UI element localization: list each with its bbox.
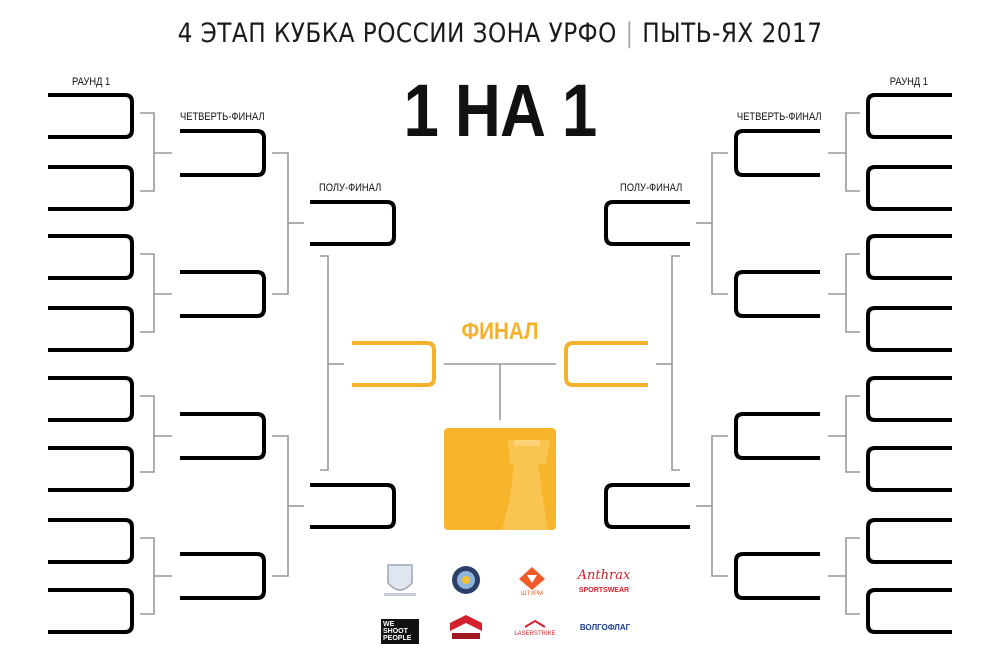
- right-round1-slot[interactable]: [866, 376, 952, 422]
- left-final-slot[interactable]: [352, 341, 436, 387]
- right-qf-connector: [711, 435, 728, 577]
- left-semi-label: ПОЛУ-ФИНАЛ: [319, 182, 382, 194]
- final-label: ФИНАЛ: [461, 318, 539, 345]
- title-separator: |: [625, 18, 634, 49]
- right-round1-slot[interactable]: [866, 518, 952, 564]
- left-quarter-slot[interactable]: [180, 412, 266, 460]
- left-round1-slot[interactable]: [48, 588, 134, 634]
- right-qf-connector: [711, 152, 728, 295]
- right-round1-slot[interactable]: [866, 588, 952, 634]
- left-semi-slot[interactable]: [310, 200, 396, 246]
- right-semi-slot[interactable]: [604, 200, 690, 246]
- right-sf-connector: [671, 255, 680, 471]
- left-quarter-slot[interactable]: [180, 129, 266, 177]
- right-round1-slot[interactable]: [866, 165, 952, 211]
- right-round1-slot[interactable]: [866, 234, 952, 280]
- left-qf-connector: [272, 152, 289, 295]
- we-shoot-people-logo: WE SHOOT PEOPLE: [381, 615, 421, 647]
- left-round1-slot[interactable]: [48, 376, 134, 422]
- right-quarter-slot[interactable]: [734, 270, 820, 318]
- right-quarter-slot[interactable]: [734, 129, 820, 177]
- red-chevron-logo: [446, 613, 486, 643]
- left-round1-slot[interactable]: [48, 93, 134, 139]
- right-quarter-slot[interactable]: [734, 412, 820, 460]
- shturm-text: ШТУРМ: [521, 591, 543, 597]
- sportswear-text: SPORTSWEAR: [578, 586, 630, 594]
- left-r1-connector: [140, 253, 155, 333]
- trophy-icon: [502, 440, 550, 530]
- laserstrike-logo: LASERSTRIKE: [513, 615, 557, 641]
- right-round1-slot[interactable]: [866, 306, 952, 352]
- laserstrike-text: LASERSTRIKE: [514, 631, 556, 637]
- left-round1-slot[interactable]: [48, 234, 134, 280]
- event-name: 4 ЭТАП КУБКА РОССИИ ЗОНА УРФО: [177, 18, 617, 49]
- right-round1-slot[interactable]: [866, 446, 952, 492]
- right-round1-slot[interactable]: [866, 93, 952, 139]
- mode-title: 1 НА 1: [403, 69, 598, 152]
- anthrax-logo: Anthrax SPORTSWEAR: [578, 563, 631, 599]
- event-location: ПЫТЬ-ЯХ 2017: [642, 18, 823, 49]
- round-emblem-logo: [446, 563, 486, 597]
- left-r1-connector: [140, 537, 155, 615]
- right-r1-connector: [845, 537, 860, 615]
- shield-logo: [382, 563, 418, 601]
- right-quarter-slot[interactable]: [734, 552, 820, 600]
- left-round1-label: РАУНД 1: [72, 76, 111, 88]
- left-semi-slot[interactable]: [310, 483, 396, 529]
- left-quarter-slot[interactable]: [180, 270, 266, 318]
- right-semi-slot[interactable]: [604, 483, 690, 529]
- left-round1-slot[interactable]: [48, 306, 134, 352]
- right-final-slot[interactable]: [564, 341, 648, 387]
- left-r1-connector: [140, 395, 155, 473]
- left-r1-connector: [140, 112, 155, 192]
- left-quarter-label: ЧЕТВЕРТЬ-ФИНАЛ: [180, 111, 265, 123]
- right-r1-connector: [845, 395, 860, 473]
- left-quarter-slot[interactable]: [180, 552, 266, 600]
- anthrax-text: Anthrax: [577, 567, 631, 583]
- right-round1-label: РАУНД 1: [889, 76, 928, 88]
- right-r1-connector: [845, 112, 860, 192]
- we-shoot-people-text: WE SHOOT PEOPLE: [381, 618, 419, 644]
- right-r1-connector: [845, 253, 860, 333]
- left-sf-connector: [320, 255, 329, 471]
- left-round1-slot[interactable]: [48, 518, 134, 564]
- volgoflag-text: ВОЛГОФЛАГ: [579, 623, 631, 632]
- left-qf-connector: [272, 435, 289, 577]
- right-quarter-label: ЧЕТВЕРТЬ-ФИНАЛ: [737, 111, 822, 123]
- trophy-block: [444, 428, 556, 530]
- right-semi-label: ПОЛУ-ФИНАЛ: [619, 182, 682, 194]
- orange-diamond-logo: ШТУРМ: [515, 563, 549, 599]
- volgoflag-logo: ВОЛГОФЛАГ: [578, 619, 630, 637]
- left-round1-slot[interactable]: [48, 165, 134, 211]
- left-round1-slot[interactable]: [48, 446, 134, 492]
- event-title: 4 ЭТАП КУБКА РОССИИ ЗОНА УРФО | ПЫТЬ-ЯХ 20…: [70, 18, 930, 49]
